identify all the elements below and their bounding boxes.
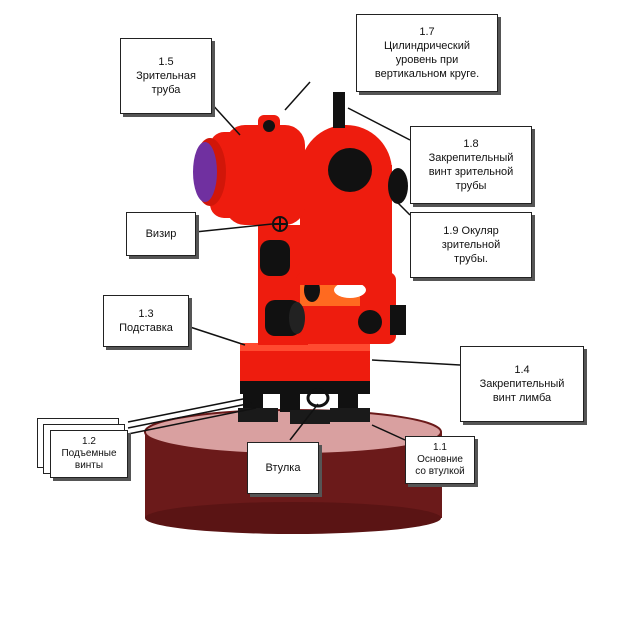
callout-clamp-line1: Закрепительный — [428, 152, 514, 164]
callout-telescope: 1.5 Зрительная труба — [120, 38, 212, 114]
callout-stand: 1.3 Подставка — [103, 295, 189, 347]
callout-clamp-num: 1.8 — [463, 138, 479, 150]
callout-eyepiece-line1: 1.9 Окуляр — [443, 225, 499, 237]
callout-telescope-num: 1.5 — [158, 56, 174, 68]
callout-limb-line1: Закрепительный — [479, 378, 565, 390]
callout-base: 1.1 Основние со втулкой — [405, 436, 475, 484]
callout-base-num: 1.1 — [433, 442, 447, 453]
callout-sleeve: Втулка — [247, 442, 319, 494]
callout-stand-text: Подставка — [119, 322, 173, 334]
callout-screws-num: 1.2 — [82, 436, 96, 447]
callout-screws-line1: Подъемные — [61, 448, 117, 459]
callout-clamp-line2: винт зрительной — [428, 166, 514, 178]
callout-level-line3: вертикальном круге. — [374, 68, 480, 80]
callout-eyepiece-line2: зрительной — [441, 239, 501, 251]
callout-limb-clamp: 1.4 Закрепительный винт лимба — [460, 346, 584, 422]
callout-sight-text: Визир — [145, 228, 177, 240]
callout-base-line2: со втулкой — [415, 466, 465, 477]
callout-base-line1: Основние — [417, 454, 463, 465]
stand — [240, 343, 370, 381]
callout-sleeve-text: Втулка — [265, 462, 301, 474]
leveling-screws — [238, 378, 370, 424]
callout-telescope-text: Зрительная труба — [136, 70, 196, 96]
callout-telescope-clamp: 1.8 Закрепительный винт зрительной трубы — [410, 126, 532, 204]
callout-limb-line2: винт лимба — [492, 392, 552, 404]
callout-limb-num: 1.4 — [514, 364, 530, 376]
callout-clamp-line3: трубы — [455, 180, 487, 192]
callout-level-num: 1.7 — [419, 26, 435, 38]
callout-sight: Визир — [126, 212, 196, 256]
callout-level-line2: уровень при — [395, 54, 459, 66]
upper-housing — [260, 92, 408, 285]
callout-leveling-screws: 1.2 Подъемные винты — [50, 430, 128, 478]
telescope — [193, 115, 305, 232]
callout-eyepiece-line3: трубы. — [454, 253, 488, 265]
callout-level-line1: Цилиндрический — [383, 40, 471, 52]
callout-screws-line2: винты — [74, 460, 104, 471]
leader-lines — [127, 81, 461, 441]
callout-stand-num: 1.3 — [138, 308, 154, 320]
callout-cylindrical-level: 1.7 Цилиндрический уровень при вертикаль… — [356, 14, 498, 92]
callout-eyepiece: 1.9 Окуляр зрительной трубы. — [410, 212, 532, 278]
